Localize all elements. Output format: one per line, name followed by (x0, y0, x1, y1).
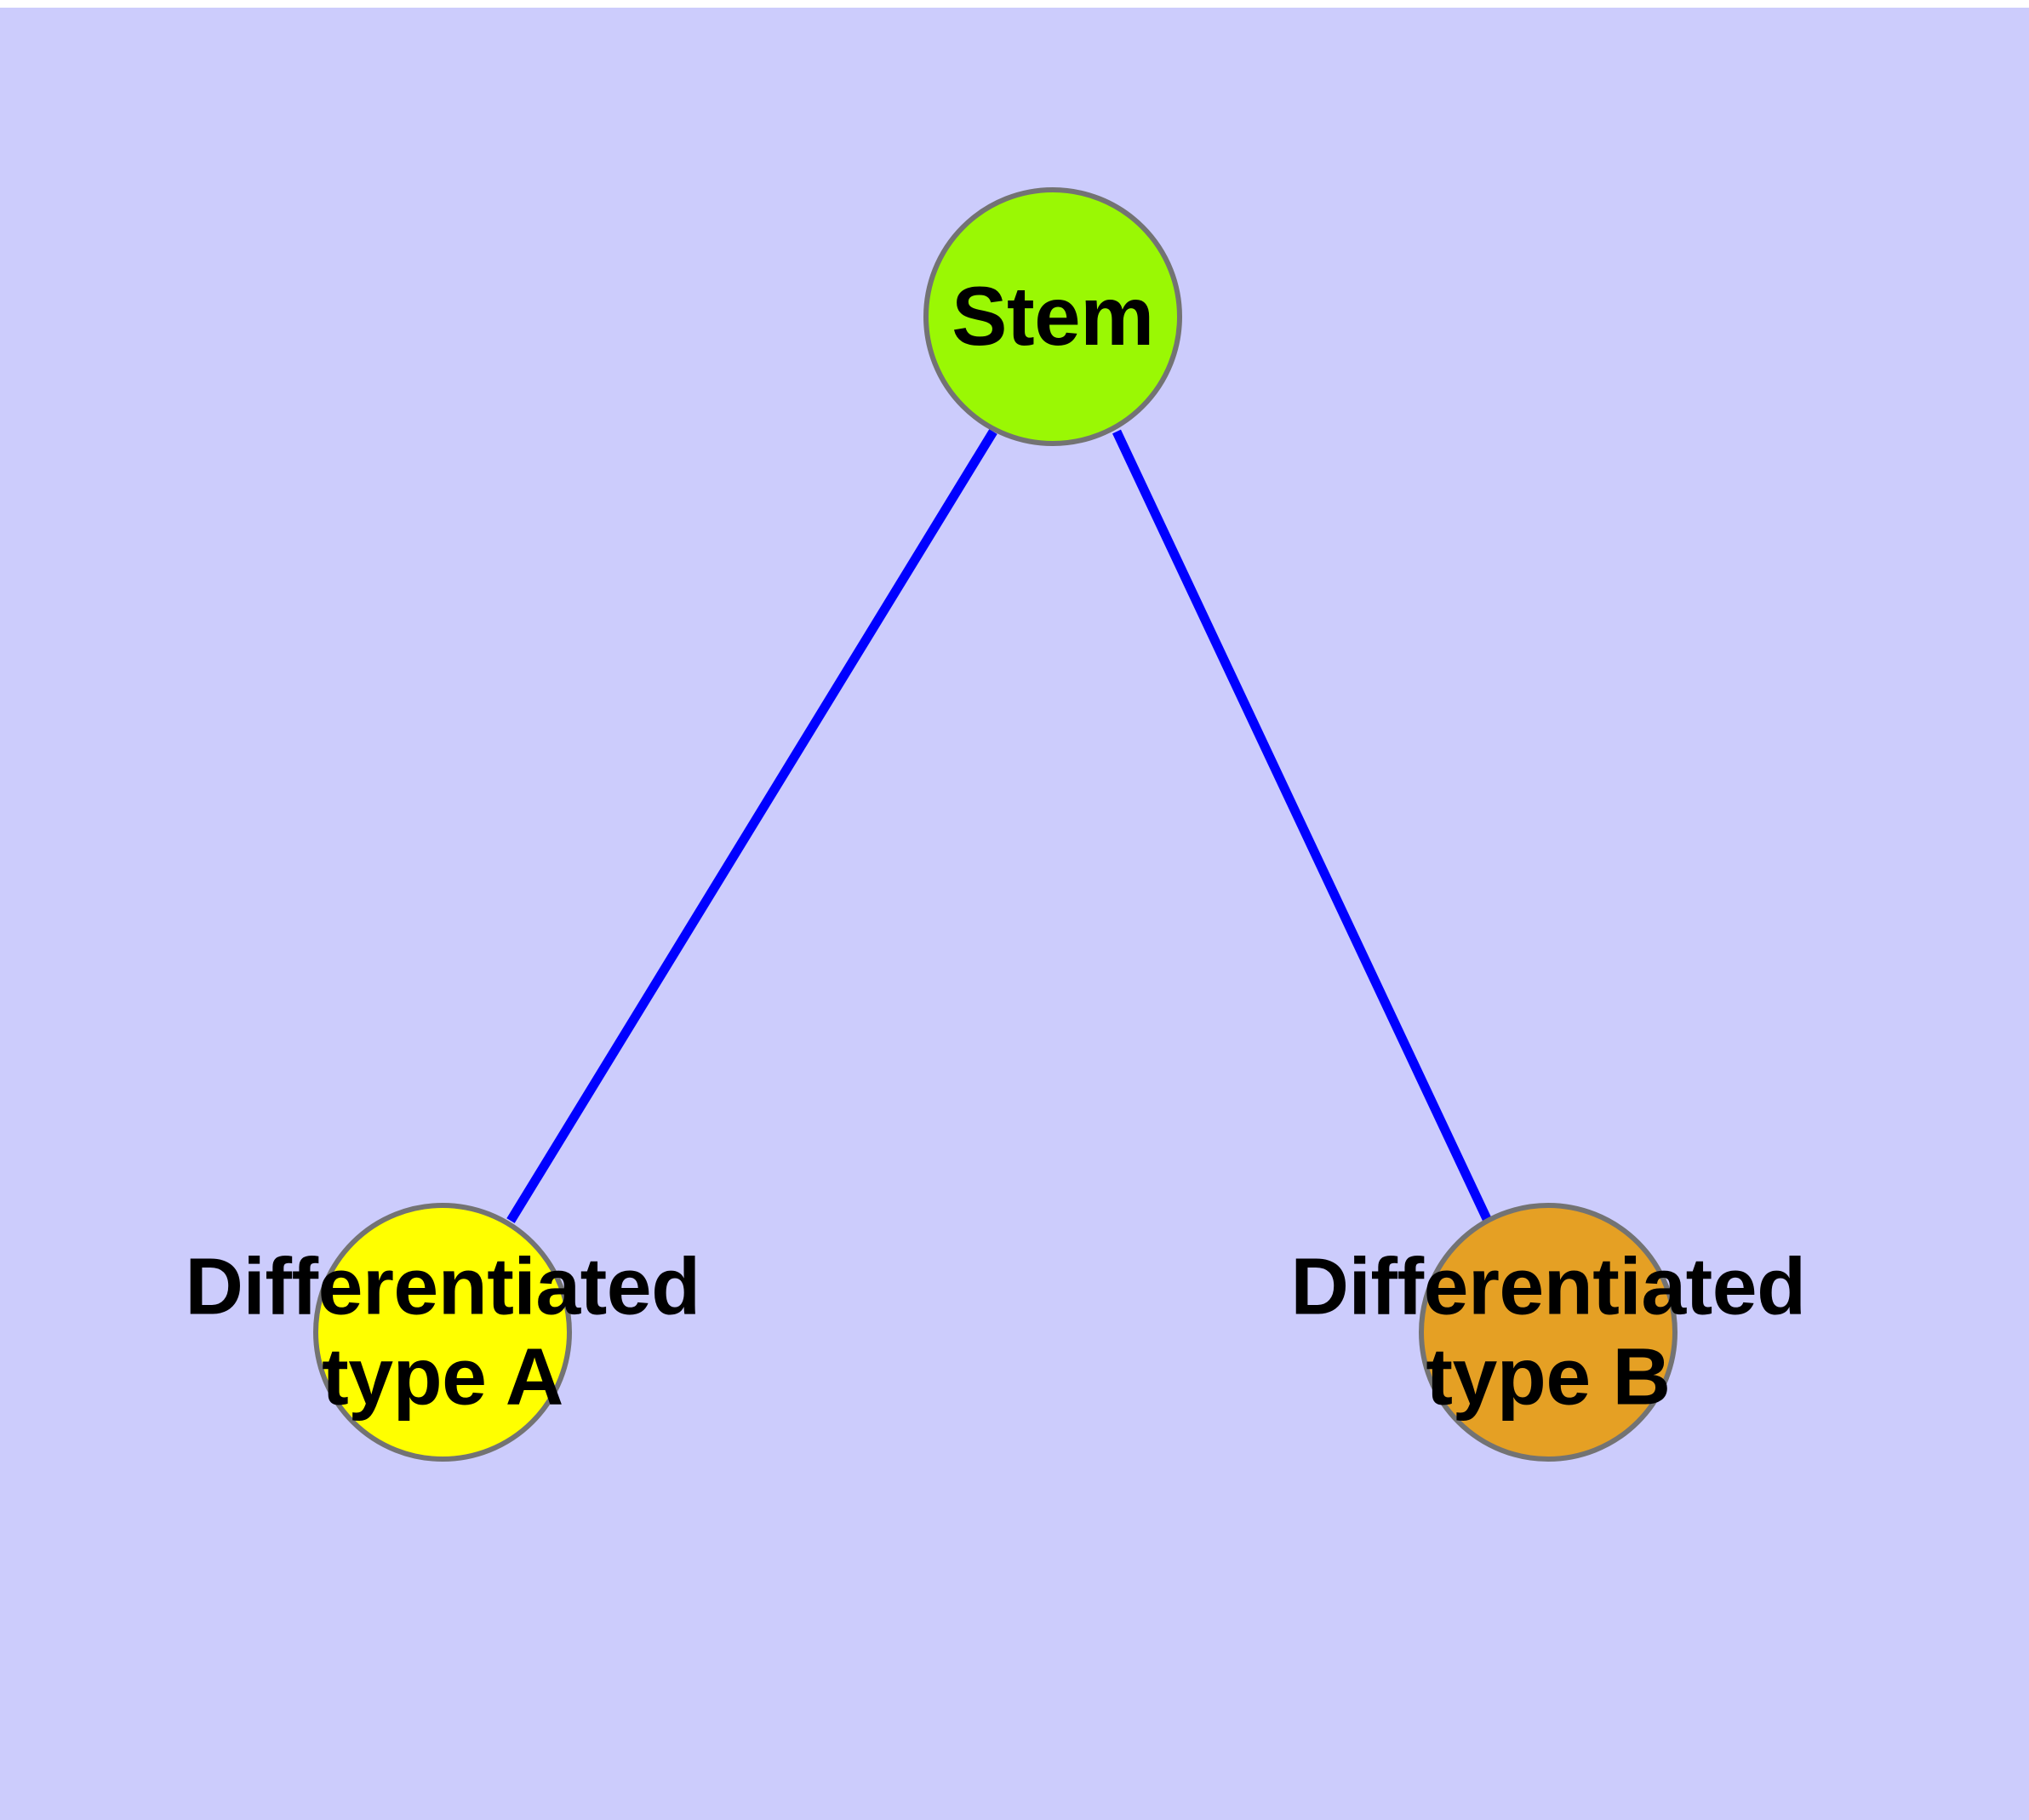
edge-stem-to-diff-a (506, 429, 997, 1223)
node-label-differentiated-type-a: Differentiated type A (185, 1241, 700, 1422)
node-stem[interactable] (923, 187, 1182, 446)
node-label-stem: Stem (952, 269, 1154, 363)
node-differentiated-type-b[interactable] (1419, 1203, 1677, 1462)
node-label-differentiated-type-b: Differentiated type B (1290, 1241, 1806, 1422)
edge-stem-to-diff-b (1112, 429, 1492, 1223)
node-differentiated-type-a[interactable] (313, 1203, 572, 1462)
